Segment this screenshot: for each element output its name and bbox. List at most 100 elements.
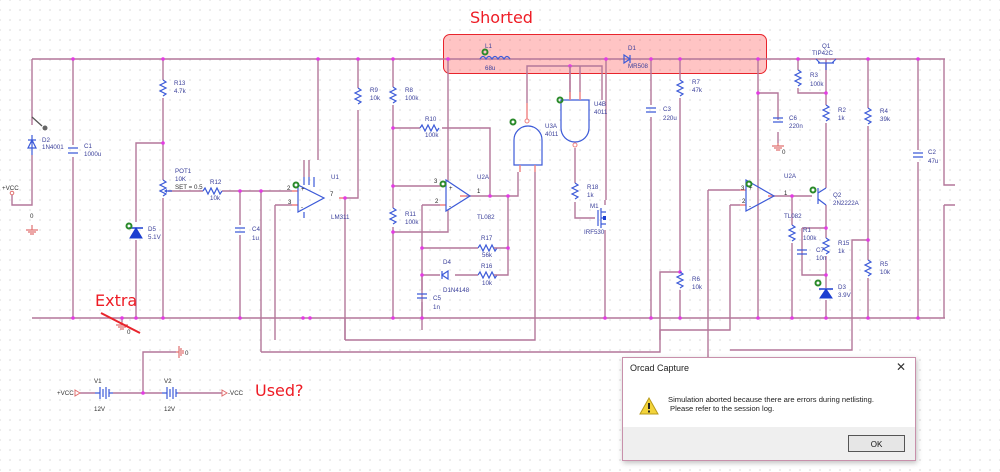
battery-v1[interactable]: V1 12V [94, 378, 113, 413]
r2-value: 1k [838, 115, 845, 122]
diode-d4[interactable]: D4 D1N4148 [440, 259, 470, 294]
svg-text:-: - [449, 204, 451, 210]
opamp-u2a-2[interactable]: +- 3 2 1 U2A TL082 [741, 173, 802, 220]
pin-stubs [292, 185, 774, 206]
r11-value: 100k [405, 219, 419, 226]
c7-ref: C7 [816, 247, 824, 254]
probe-marker-icon [814, 279, 822, 287]
u1-value: LM311 [331, 214, 350, 221]
close-button[interactable]: ✕ [895, 360, 906, 374]
r18-ref: R18 [587, 184, 599, 191]
resistor-r17[interactable]: R17 56k [470, 235, 500, 259]
r10-ref: R10 [425, 116, 437, 123]
r9-ref: R9 [370, 87, 378, 94]
u3a-value: 4011 [545, 131, 559, 138]
u2a2-pin-2: 2 [742, 199, 746, 205]
u2a2-pin-3: 3 [741, 186, 745, 192]
resistor-r2[interactable]: R2 1k [821, 104, 846, 122]
resistor-r3[interactable]: R3 100k [793, 69, 824, 88]
comparator-u1[interactable]: +- 2 3 7 U1 LM311 [287, 160, 350, 221]
dialog-message-line2: Please refer to the session log. [670, 404, 775, 413]
resistor-r15[interactable]: R15 1k [821, 237, 850, 255]
u2a2-value: TL082 [784, 213, 802, 220]
c3-value: 220u [663, 115, 677, 122]
zener-diode-d3[interactable]: D3 3.9V [814, 279, 852, 300]
capacitor-c7[interactable]: C7 10n [797, 247, 827, 262]
nand-gate-u4b[interactable]: U4B 4011 [556, 66, 608, 148]
capacitor-c2[interactable]: C2 47u [913, 149, 939, 165]
d1-value: MR508 [628, 63, 649, 70]
r3-value: 100k [810, 81, 824, 88]
resistor-r10[interactable]: R10 100k [419, 116, 440, 139]
q2-ref: Q2 [833, 192, 842, 199]
r17-ref: R17 [481, 235, 493, 242]
resistor-r9[interactable]: R9 10k [353, 87, 381, 105]
pot1-value: 10K [175, 176, 187, 183]
probe-marker-icon [125, 222, 133, 230]
d2-value: 1N4001 [42, 144, 64, 151]
zener-diode-d5[interactable]: D5 5.1V [125, 222, 162, 242]
c5-value: 1n [433, 304, 440, 311]
mosfet-m1[interactable]: M1 IRF530 [584, 203, 606, 236]
inductor-l1[interactable]: L1 68u [479, 43, 511, 72]
c6-ref: C6 [789, 115, 797, 122]
probe-marker-icon [556, 96, 564, 104]
u4b-ref: U4B [594, 101, 606, 108]
c6-ground-label: 0 [782, 149, 786, 156]
dialog-body: Simulation aborted because there are err… [623, 378, 915, 427]
r6-ref: R6 [692, 276, 700, 283]
ground-symbol: 0 [26, 213, 38, 235]
u4b-value: 4011 [594, 109, 608, 116]
capacitor-c3[interactable]: C3 220u [646, 106, 677, 122]
resistor-r8[interactable]: R8 100k [388, 86, 419, 104]
battery-v2[interactable]: V2 12V [162, 378, 178, 413]
error-dialog: Orcad Capture ✕ Simulation aborted becau… [622, 357, 916, 461]
opamp-u2a-1[interactable]: +- 3 2 1 U2A TL082 [434, 174, 495, 221]
resistor-r6[interactable]: R6 10k [675, 271, 703, 291]
svg-text:+: + [301, 187, 305, 193]
v2-ref: V2 [164, 378, 172, 385]
d4-value: D1N4148 [443, 287, 470, 294]
probe-marker-icon [745, 180, 753, 188]
r2-ref: R2 [838, 107, 846, 114]
nand-gate-u3a[interactable]: U3A 4011 [509, 103, 559, 172]
vcc-port-pos[interactable]: +VCC [57, 389, 81, 397]
probe-marker-icon [481, 48, 489, 56]
u1-pin-2: 2 [287, 186, 291, 192]
r4-value: 39k [880, 116, 891, 123]
resistor-r1[interactable]: R1 100k [787, 224, 817, 242]
transistor-q1[interactable]: Q1 TIP42C [812, 43, 837, 70]
c4-value: 1u [252, 235, 259, 242]
resistor-r13[interactable]: R13 4.7k [158, 79, 187, 97]
resistor-r18[interactable]: R18 1k [570, 182, 599, 200]
potentiometer-pot1[interactable]: POT1 10K SET = 0.5 [158, 168, 203, 197]
resistor-r12[interactable]: R12 10k [202, 179, 223, 202]
transistor-q2[interactable]: Q2 2N2222A [809, 186, 860, 208]
vcc-port-left[interactable]: +VCC [2, 185, 19, 196]
m1-ref: M1 [590, 203, 599, 210]
diode-d2[interactable]: D2 1N4001 [27, 116, 64, 155]
dialog-footer: OK [623, 427, 915, 460]
capacitor-c6[interactable]: 0 C6 220n [772, 115, 803, 156]
r3-ref: R3 [810, 72, 818, 79]
l1-ref: L1 [485, 43, 492, 50]
resistor-r11[interactable]: R11 100k [388, 207, 419, 226]
resistor-r7[interactable]: R7 47k [675, 79, 703, 97]
resistor-r16[interactable]: R16 10k [470, 263, 500, 287]
capacitor-c5[interactable]: C5 1n [417, 293, 441, 311]
r1-ref: R1 [803, 227, 811, 234]
diode-d1[interactable]: D1 MR508 [623, 45, 649, 70]
capacitor-c1[interactable]: C1 1000u [68, 143, 102, 158]
capacitor-c4[interactable]: C4 1u [235, 226, 260, 242]
resistor-r5[interactable]: R5 10k [863, 259, 891, 277]
c3-ref: C3 [663, 106, 671, 113]
supply-ground-symbol: 0 [176, 346, 189, 358]
u1-pin-7: 7 [330, 192, 334, 198]
r12-value: 10k [210, 195, 221, 202]
vcc-port-neg[interactable]: -VCC [221, 389, 244, 397]
resistor-r4[interactable]: R4 39k [863, 107, 891, 125]
d2-ref: D2 [42, 137, 50, 144]
r10-value: 100k [425, 132, 439, 139]
ok-button[interactable]: OK [848, 435, 905, 452]
